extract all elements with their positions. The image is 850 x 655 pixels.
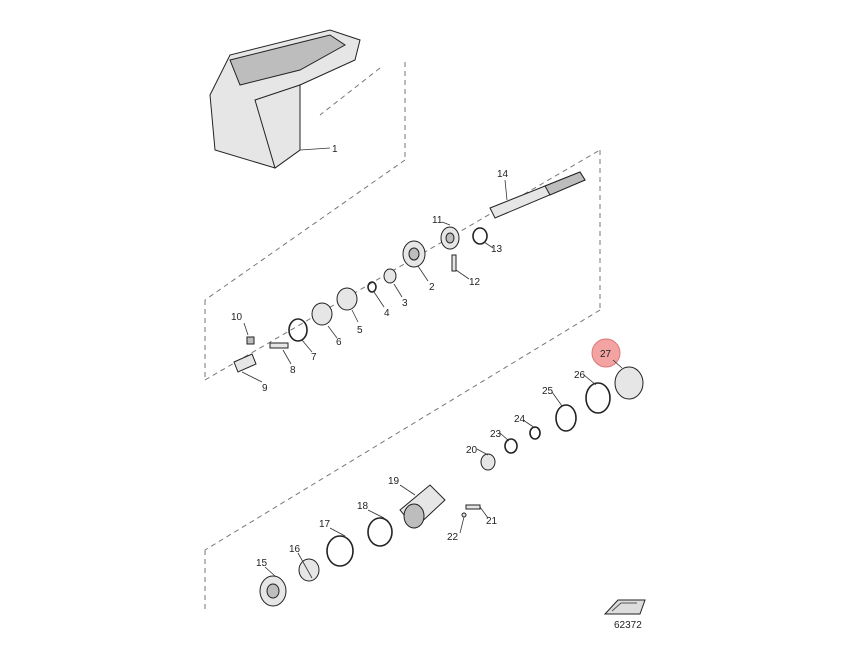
callout-26: 26 — [574, 370, 586, 381]
callout-11: 11 — [432, 215, 443, 226]
callout-1: 1 — [332, 144, 338, 155]
callout-3: 3 — [402, 298, 408, 309]
leader-lines — [241, 221, 597, 579]
callout-14: 14 — [497, 169, 509, 180]
callout-10: 10 — [231, 312, 243, 323]
callout-17: 17 — [319, 519, 331, 530]
diagram-id: 62372 — [614, 620, 642, 631]
callout-22: 22 — [447, 532, 459, 543]
callout-19: 19 — [388, 476, 400, 487]
gear-housing-part — [209, 29, 361, 169]
callout-20: 20 — [466, 445, 478, 456]
callout-24: 24 — [514, 414, 526, 425]
callout-6: 6 — [336, 337, 342, 348]
diagram-id-badge: 62372 — [603, 599, 646, 631]
callout-4: 4 — [384, 308, 390, 319]
callout-7: 7 — [311, 352, 317, 363]
highlighted-callout[interactable] — [591, 338, 623, 369]
callout-27: 27 — [600, 349, 612, 360]
callout-9: 9 — [262, 383, 268, 394]
callout-8: 8 — [290, 365, 296, 376]
callout-18: 18 — [357, 501, 369, 512]
callout-5: 5 — [357, 325, 363, 336]
lower-gear-parts — [259, 366, 644, 607]
callout-labels: 1 2 3 4 5 6 7 8 9 10 11 12 13 14 15 16 1… — [231, 144, 612, 569]
drive-shaft-part — [489, 171, 586, 219]
callout-25: 25 — [542, 386, 554, 397]
upper-gear-parts — [233, 226, 488, 373]
callout-12: 12 — [469, 277, 481, 288]
diagram-icon — [603, 599, 646, 615]
callout-15: 15 — [256, 558, 268, 569]
callout-13: 13 — [491, 244, 503, 255]
callout-16: 16 — [289, 544, 301, 555]
callout-21: 21 — [486, 516, 498, 527]
assembly-guide-lines — [204, 62, 601, 610]
callout-2: 2 — [429, 282, 435, 293]
callout-23: 23 — [490, 429, 502, 440]
